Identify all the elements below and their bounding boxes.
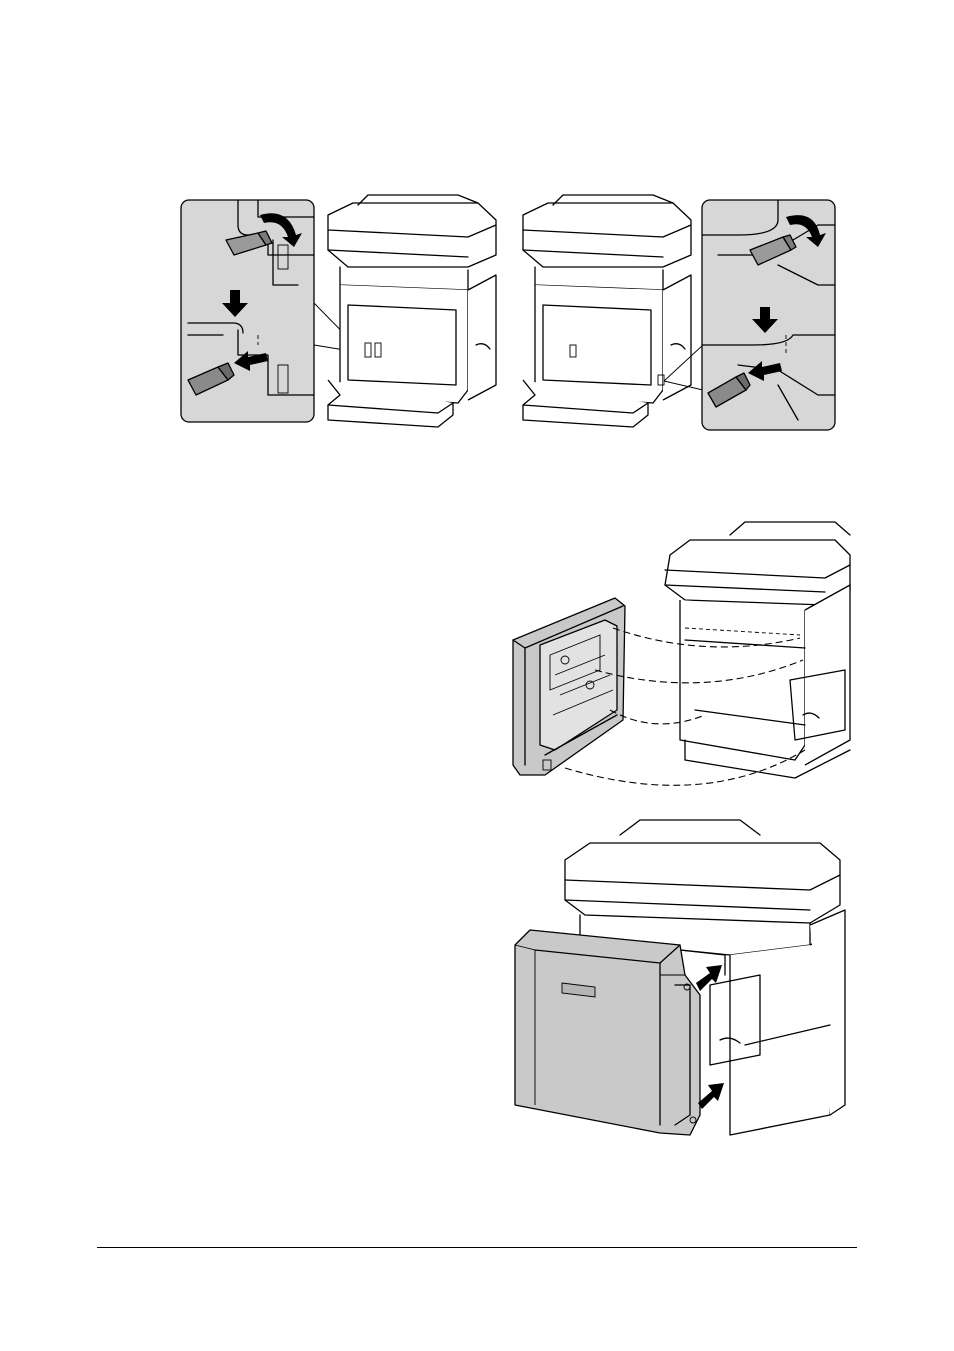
- inset-right: [702, 200, 835, 430]
- illustration-remove-connector-covers: [178, 195, 838, 435]
- duplex-unit-icon: [513, 598, 625, 775]
- push-arrow-icon: [696, 965, 722, 991]
- duplex-unit-icon: [515, 930, 700, 1135]
- printer-rear-view: [665, 522, 850, 778]
- printer-rear-view-right: [523, 195, 691, 427]
- push-arrow-icon: [698, 1083, 724, 1109]
- printer-rear-view-left: [328, 195, 496, 427]
- illustration-align-duplex-unit: [505, 510, 855, 800]
- footer-divider: [97, 1247, 857, 1248]
- inset-left: [181, 200, 314, 422]
- illustration-attach-duplex-unit: [510, 815, 855, 1155]
